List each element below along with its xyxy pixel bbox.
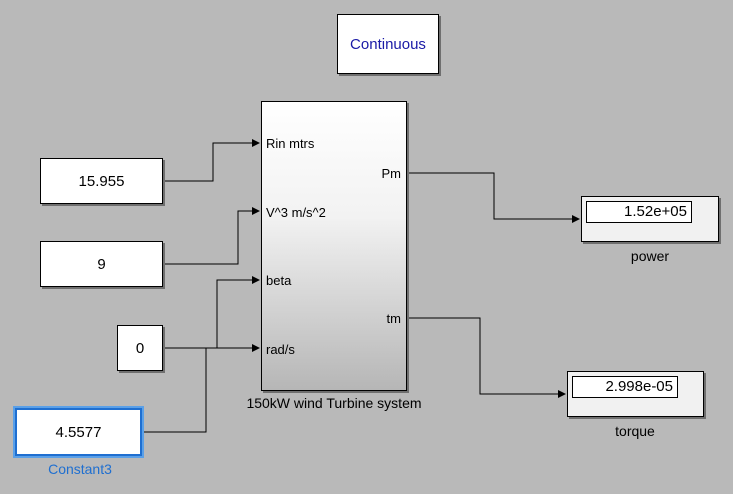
input-port-beta: beta bbox=[266, 273, 292, 288]
output-port-pm: Pm bbox=[381, 166, 402, 181]
constant-block-3[interactable]: 0 bbox=[117, 325, 163, 371]
line-constant1-to-rin[interactable] bbox=[163, 139, 260, 182]
line-constant3-to-rads[interactable] bbox=[142, 344, 260, 433]
power-display-block[interactable]: 1.52e+05 bbox=[581, 196, 719, 242]
constant-block-1[interactable]: 15.955 bbox=[40, 158, 163, 204]
input-port-rin: Rin mtrs bbox=[266, 136, 315, 151]
power-display-name: power bbox=[630, 248, 670, 264]
line-tm-to-torque[interactable] bbox=[407, 317, 566, 398]
power-display-value: 1.52e+05 bbox=[586, 201, 692, 223]
constant-value: 4.5577 bbox=[55, 423, 102, 441]
continuous-block[interactable]: Continuous bbox=[337, 14, 439, 74]
line-constant-to-beta[interactable] bbox=[163, 276, 260, 349]
continuous-label: Continuous bbox=[350, 35, 426, 53]
constant3-name: Constant3 bbox=[48, 461, 112, 477]
constant-value: 0 bbox=[135, 339, 145, 357]
line-pm-to-power[interactable] bbox=[407, 172, 580, 223]
torque-display-name: torque bbox=[615, 423, 655, 439]
constant-value: 15.955 bbox=[78, 172, 125, 190]
subsystem-name: 150kW wind Turbine system bbox=[246, 395, 422, 411]
torque-display-value: 2.998e-05 bbox=[572, 376, 678, 398]
output-port-tm: tm bbox=[386, 311, 401, 326]
wind-turbine-subsystem[interactable]: Rin mtrs V^3 m/s^2 beta rad/s Pm tm bbox=[261, 101, 407, 391]
constant3-block[interactable]: 4.5577 bbox=[15, 408, 142, 456]
line-constant2-to-v3[interactable] bbox=[163, 207, 260, 265]
torque-display-block[interactable]: 2.998e-05 bbox=[567, 371, 704, 417]
constant-value: 9 bbox=[97, 255, 106, 273]
constant-block-2[interactable]: 9 bbox=[40, 241, 163, 287]
input-port-rads: rad/s bbox=[266, 342, 295, 357]
input-port-v3: V^3 m/s^2 bbox=[266, 205, 326, 220]
